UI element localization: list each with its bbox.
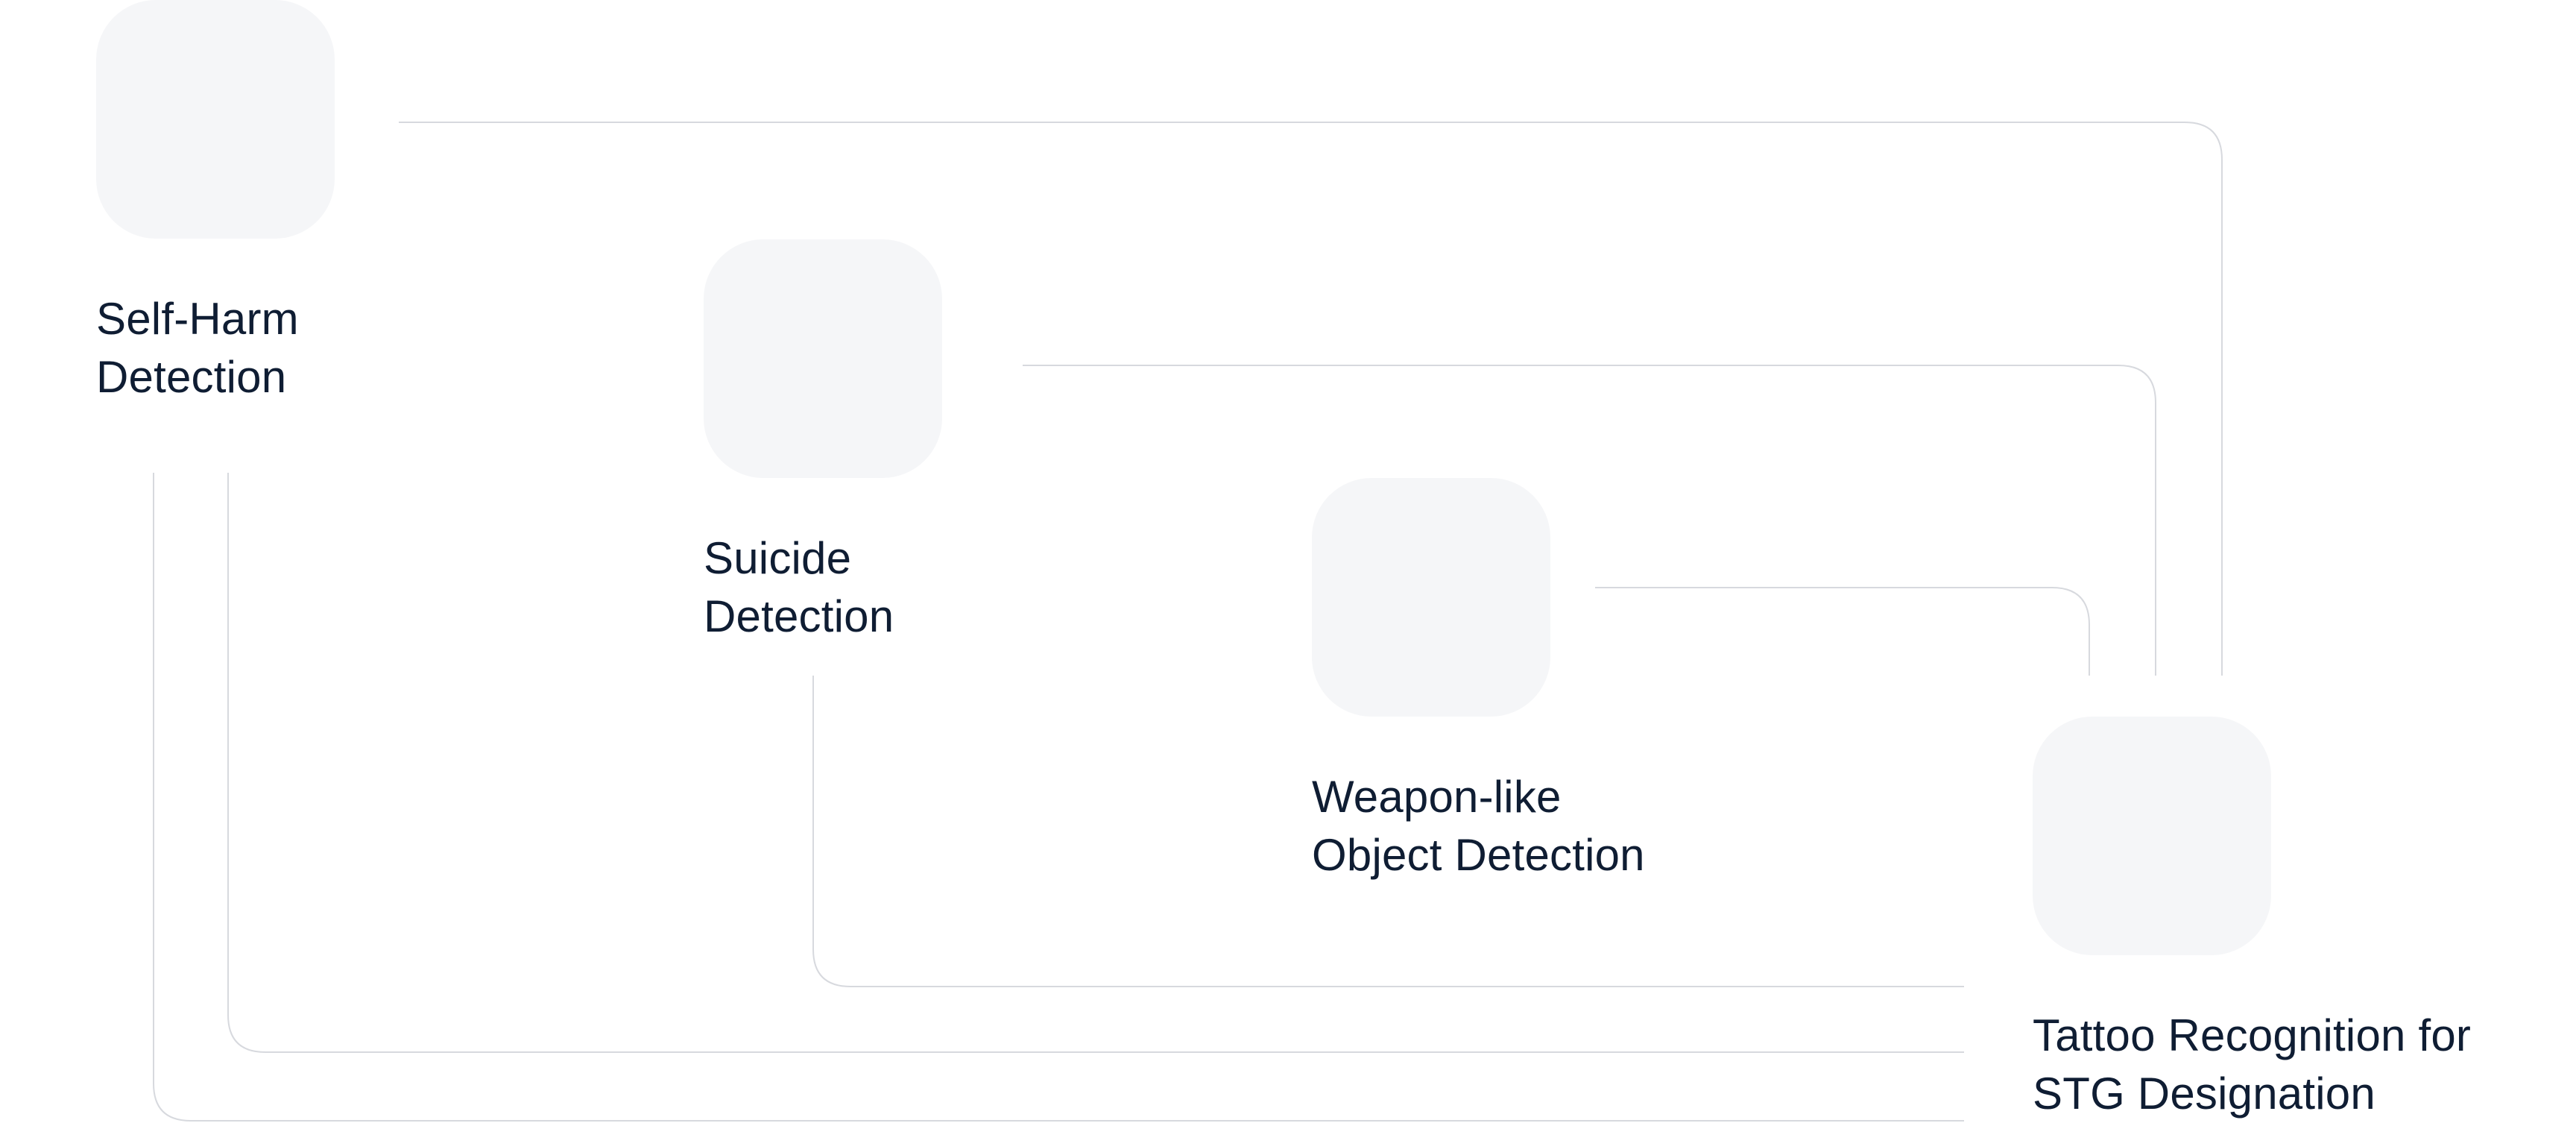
weapon-label-line2: Object Detection	[1312, 830, 1645, 880]
tattoo-label-line2: STG Designation	[2033, 1069, 2375, 1119]
connector-weapon-to-tattoo-top	[1595, 587, 2090, 676]
connector-self-harm-to-tattoo-top	[399, 122, 2223, 676]
weapon-label-line1: Weapon-like	[1312, 772, 1562, 822]
weapon-node-box	[1312, 478, 1550, 717]
connector-self-harm-inner-to-tattoo-left	[227, 473, 1964, 1053]
connector-suicide-to-tattoo-top	[1023, 365, 2156, 676]
self-harm-node-box	[96, 0, 335, 239]
suicide-label-line2: Detection	[704, 591, 894, 641]
connector-self-harm-outer-to-tattoo-left	[153, 473, 1964, 1122]
self-harm-label-line1: Self-Harm	[96, 294, 299, 344]
tattoo-node-box	[2033, 717, 2271, 955]
suicide-node-box	[704, 239, 942, 478]
tattoo-label-line1: Tattoo Recognition for	[2033, 1010, 2472, 1060]
suicide-label-line1: Suicide	[704, 533, 852, 583]
self-harm-label-line2: Detection	[96, 352, 287, 402]
